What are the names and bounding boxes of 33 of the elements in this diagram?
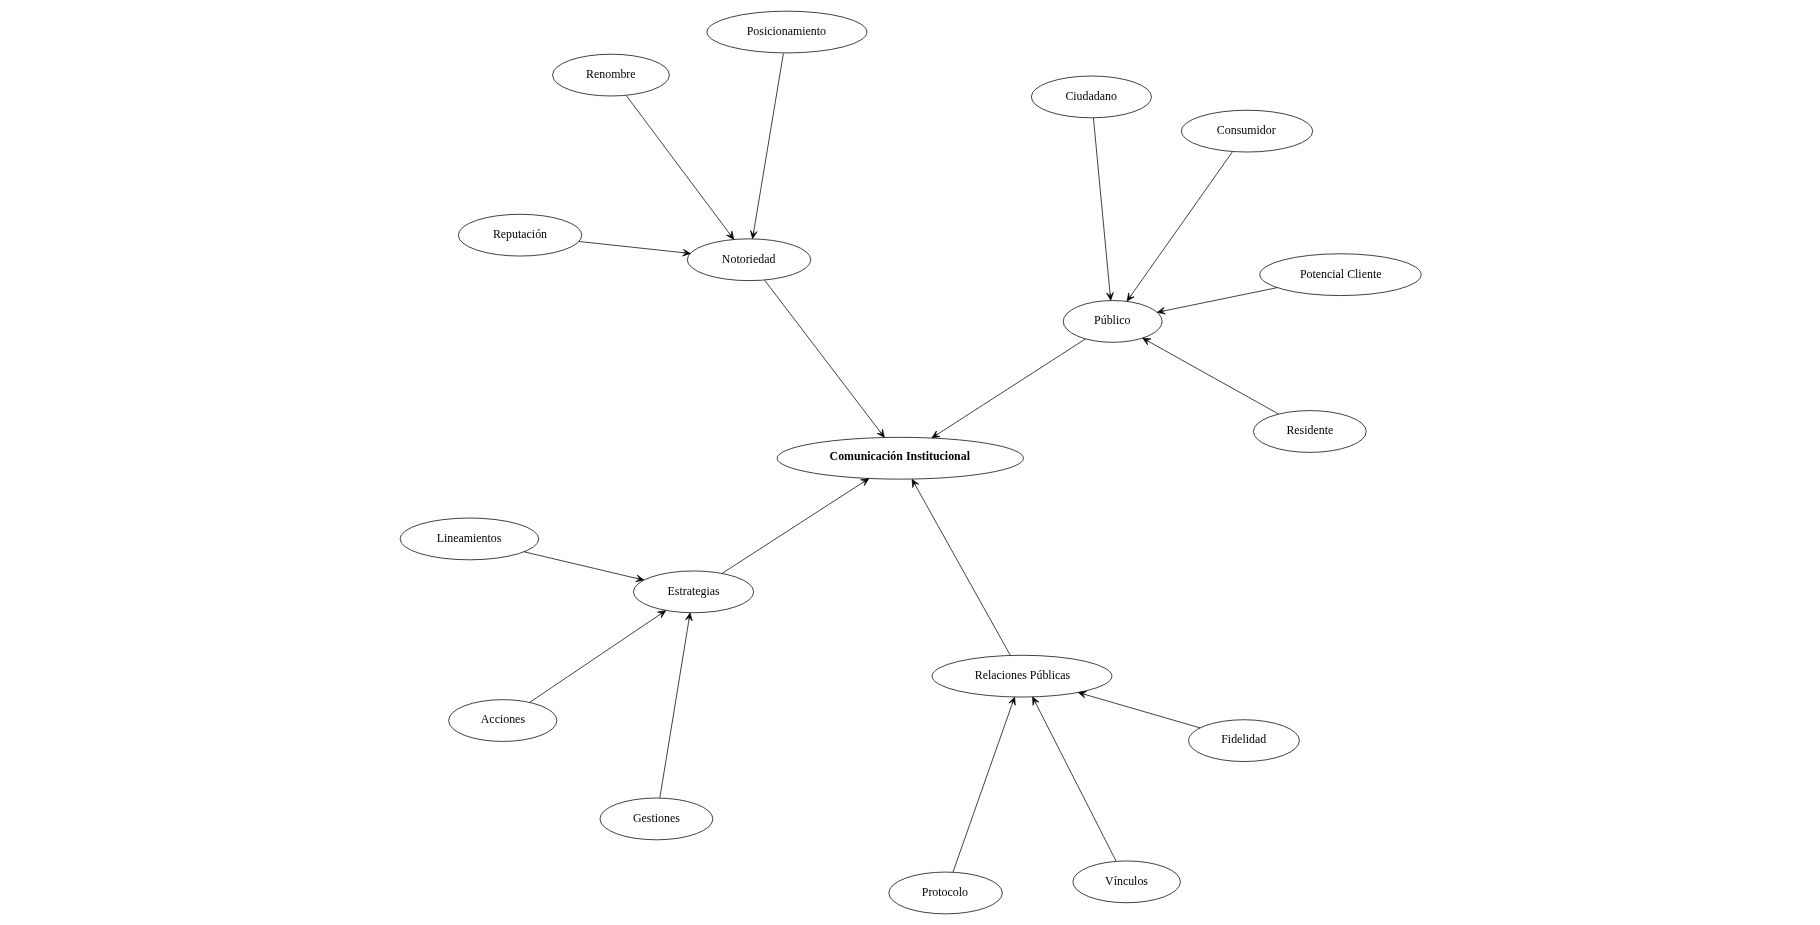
node-ellipse: Lineamientos	[399, 517, 539, 561]
arrow	[1077, 691, 1200, 729]
node-ellipse: Residente	[1252, 410, 1367, 453]
arrow	[625, 95, 734, 240]
node-ellipse: Vínculos	[1072, 860, 1181, 904]
arrow	[578, 241, 691, 257]
node-ellipse: Reputación	[457, 213, 582, 257]
arrow	[749, 52, 784, 239]
arrow	[1092, 117, 1114, 301]
arrow	[763, 279, 885, 438]
node-ellipse: Fidelidad	[1187, 719, 1300, 762]
node-ellipse: Público	[1062, 300, 1162, 343]
node-ellipse: Consumidor	[1180, 109, 1313, 153]
node-ellipse: Acciones	[447, 699, 557, 742]
arrow	[1141, 337, 1279, 415]
node-ellipse: Ciudadano	[1030, 75, 1152, 119]
arrow	[1126, 151, 1233, 302]
node-ellipse: Protocolo	[888, 871, 1003, 915]
arrow	[523, 551, 644, 582]
node-ellipse: Notoriedad	[686, 238, 811, 281]
arrow	[721, 478, 869, 574]
arrow	[529, 610, 666, 703]
node-ellipse: Gestiones	[599, 797, 713, 841]
arrow	[911, 479, 1011, 656]
arrow	[931, 338, 1086, 439]
arrow	[1031, 696, 1116, 862]
node-ellipse: Posicionamiento	[706, 10, 867, 54]
arrow	[952, 696, 1016, 873]
arrow	[1156, 287, 1277, 315]
node-ellipse: Renombre	[551, 53, 670, 97]
arrow	[659, 612, 693, 799]
node-ellipse: Comunicación Institucional	[776, 437, 1024, 480]
node-ellipse: Potencial Cliente	[1258, 253, 1422, 296]
